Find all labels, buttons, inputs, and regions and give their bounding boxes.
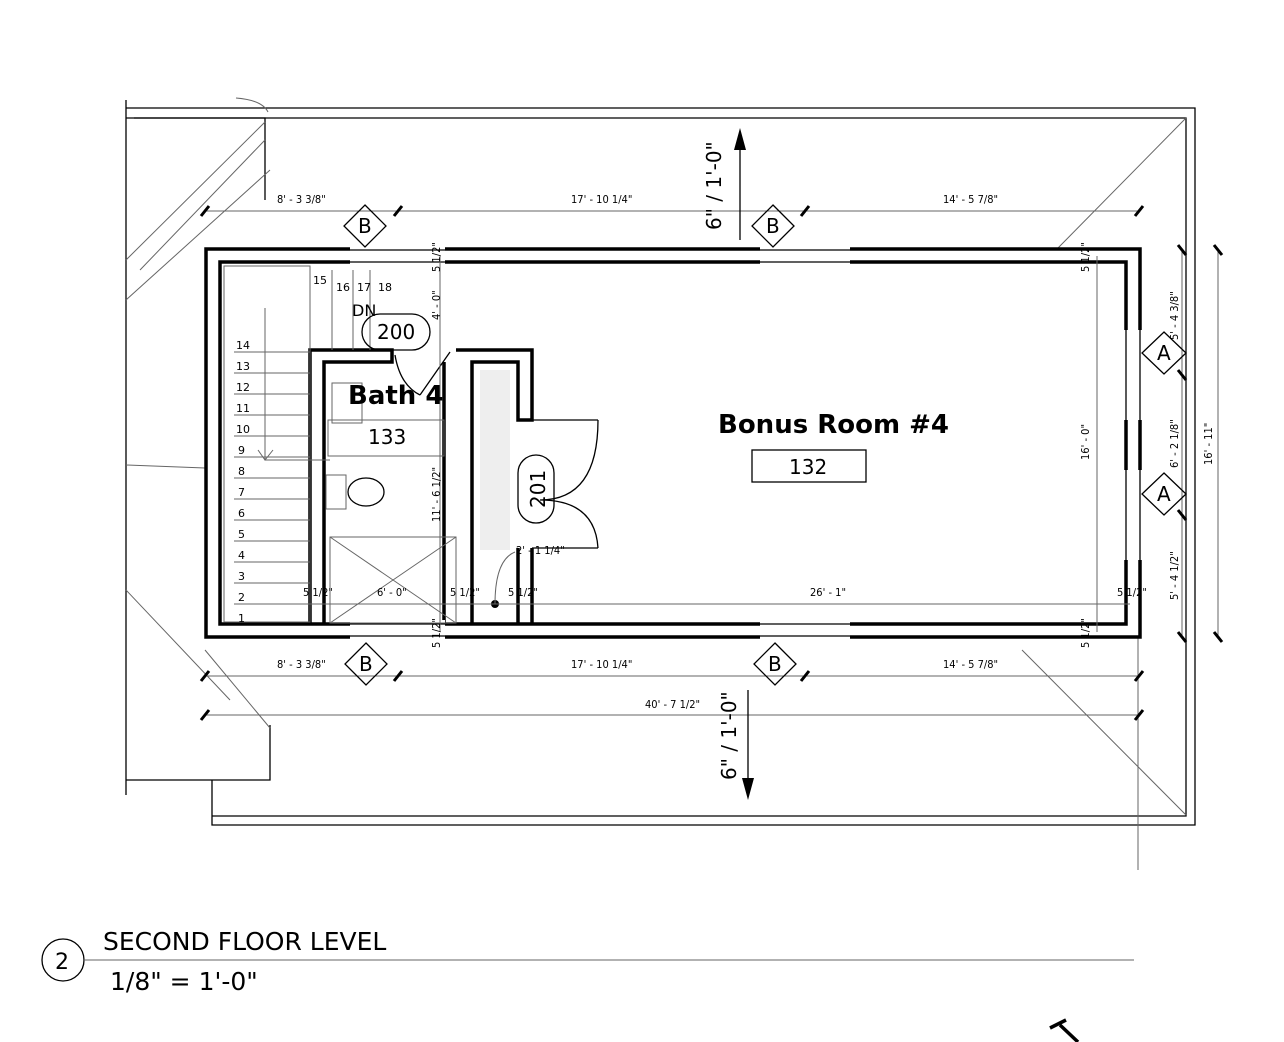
window-tag-b: B xyxy=(358,214,372,238)
dimension-text: 5 1/2" xyxy=(1079,618,1092,648)
svg-text:5: 5 xyxy=(238,528,245,541)
svg-text:1: 1 xyxy=(238,612,245,625)
room-name-bonus: Bonus Room #4 xyxy=(718,410,949,440)
dimension-text: 17' - 10 1/4" xyxy=(571,658,632,671)
window-tag-a: A xyxy=(1157,482,1171,506)
door-tag-outline xyxy=(361,313,431,351)
north-arrow-icon xyxy=(1049,1018,1080,1042)
room-name-bath: Bath 4 xyxy=(348,381,443,411)
dimension-text: 5 1/2" xyxy=(430,618,443,648)
window-tag-b: B xyxy=(766,214,780,238)
door-tag-201: 201 xyxy=(526,470,550,508)
svg-text:14: 14 xyxy=(236,339,250,352)
svg-text:7: 7 xyxy=(238,486,245,499)
dimension-text: 6' - 0" xyxy=(377,586,407,599)
dimension-text: 16' - 11" xyxy=(1202,423,1215,465)
dimension-text: 11' - 6 1/2" xyxy=(430,467,443,522)
svg-text:18: 18 xyxy=(378,281,392,294)
room-number-box xyxy=(751,449,867,483)
dimension-text: 5 1/2" xyxy=(508,586,538,599)
dimension-text: 5 1/2" xyxy=(1117,586,1147,599)
dimension-text: 5' - 4 1/2" xyxy=(1168,551,1181,600)
svg-text:12: 12 xyxy=(236,381,250,394)
svg-text:4: 4 xyxy=(238,549,245,562)
roof-slope-bottom: 6" / 1'-0" xyxy=(717,691,741,780)
svg-text:3: 3 xyxy=(238,570,245,583)
dimension-text: 5 1/2" xyxy=(430,242,443,272)
svg-text:8: 8 xyxy=(238,465,245,478)
dimension-text: 14' - 5 7/8" xyxy=(943,193,998,206)
walls xyxy=(204,246,1144,640)
dimension-lines xyxy=(199,205,1224,721)
stair-numbers: 1 2 3 4 5 6 7 8 9 10 11 12 13 14 15 16 1… xyxy=(236,274,392,625)
window-tag-a: A xyxy=(1157,341,1171,365)
roof-slope-top: 6" / 1'-0" xyxy=(702,141,726,230)
room-number-bonus: 132 xyxy=(789,455,827,479)
dimension-text: 4' - 0" xyxy=(430,290,443,320)
window-tag-b: B xyxy=(768,652,782,676)
dimension-text: 16' - 0" xyxy=(1079,424,1092,460)
roof-outline xyxy=(125,97,1196,870)
svg-text:13: 13 xyxy=(236,360,250,373)
window-tags xyxy=(343,204,1187,686)
drawing-title: SECOND FLOOR LEVEL xyxy=(103,927,386,956)
svg-text:2: 2 xyxy=(238,591,245,604)
dimension-text: 8' - 3 3/8" xyxy=(277,658,326,671)
dimension-text: 5' - 4 3/8" xyxy=(1168,291,1181,340)
svg-text:15: 15 xyxy=(313,274,327,287)
room-number-bath: 133 xyxy=(368,425,406,449)
svg-text:16: 16 xyxy=(336,281,350,294)
svg-text:17: 17 xyxy=(357,281,371,294)
bath-fixtures xyxy=(325,351,599,624)
dimension-text: 6' - 2 1/8" xyxy=(1168,419,1181,468)
dimension-text: 14' - 5 7/8" xyxy=(943,658,998,671)
dimension-text: 5 1/2" xyxy=(303,586,333,599)
window-tag-b: B xyxy=(359,652,373,676)
dimension-text: 5 1/2" xyxy=(1079,242,1092,272)
door-tag-outline xyxy=(517,454,555,524)
dimension-text: 5 1/2" xyxy=(450,586,480,599)
svg-text:10: 10 xyxy=(236,423,250,436)
view-number: 2 xyxy=(55,950,69,975)
svg-text:6: 6 xyxy=(238,507,245,520)
stair-dn-label: DN xyxy=(352,301,376,320)
drawing-scale: 1/8" = 1'-0" xyxy=(110,967,258,996)
svg-text:11: 11 xyxy=(236,402,250,415)
dimension-text: 17' - 10 1/4" xyxy=(571,193,632,206)
dimension-text: 26' - 1" xyxy=(810,586,846,599)
dimension-text: 40' - 7 1/2" xyxy=(645,698,700,711)
slope-arrows xyxy=(734,128,754,800)
dimension-text: 8' - 3 3/8" xyxy=(277,193,326,206)
door-tag-200: 200 xyxy=(377,320,415,344)
dimension-text: 2' - 1 1/4" xyxy=(516,544,565,557)
svg-text:9: 9 xyxy=(238,444,245,457)
stairs xyxy=(223,265,371,623)
